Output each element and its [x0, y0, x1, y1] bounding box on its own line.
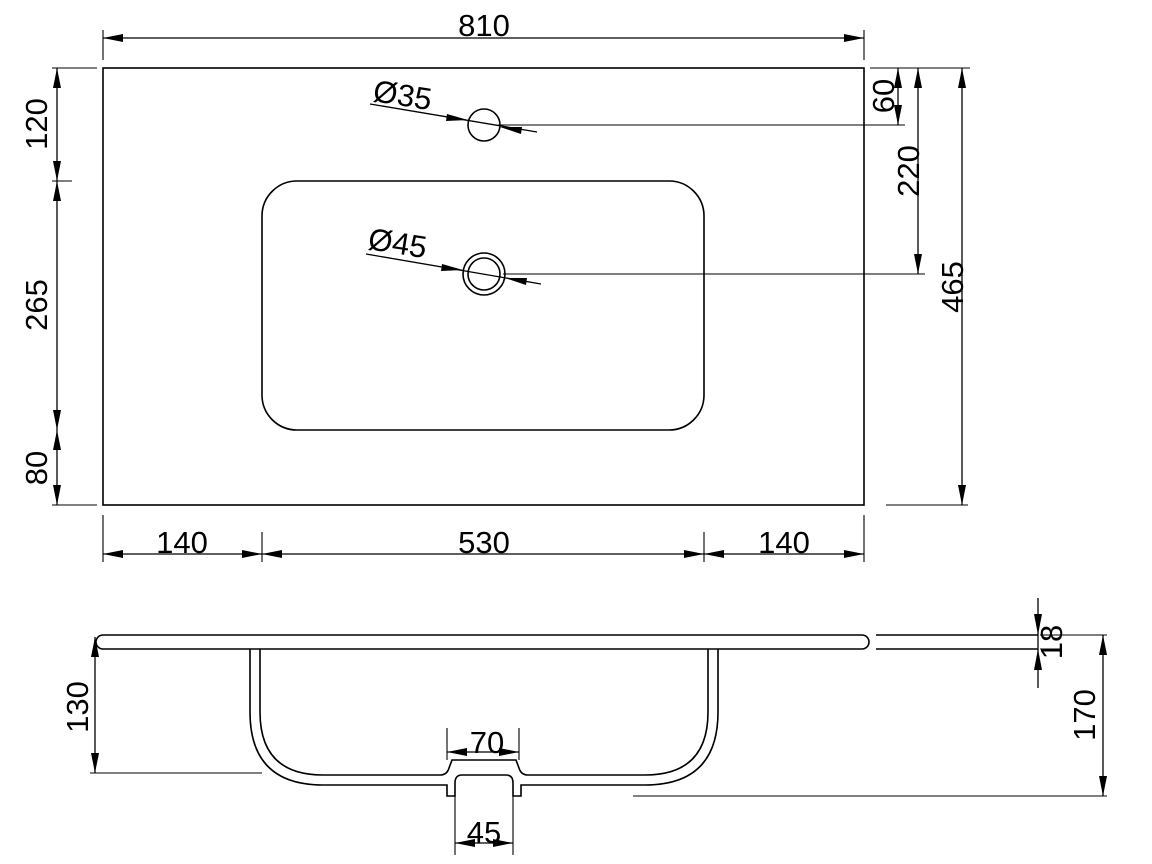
- dim-basin-530: 530: [458, 525, 510, 560]
- basin-inner-profile: [259, 649, 709, 776]
- slab-section: [95, 634, 870, 650]
- countertop-outline: [102, 67, 865, 506]
- drain-inner-ring: [467, 257, 501, 291]
- dim-tap-60: 60: [866, 79, 901, 113]
- dim-left-140: 140: [156, 525, 208, 560]
- dim-basin-265: 265: [19, 279, 54, 331]
- dim-total-height-170: 170: [1067, 689, 1102, 741]
- dim-width-810: 810: [458, 8, 510, 43]
- dim-basin-height-130: 130: [60, 681, 95, 733]
- basin-outline: [261, 180, 705, 431]
- dim-drain-220: 220: [891, 145, 926, 197]
- dim-depth-465: 465: [935, 261, 970, 313]
- side-view: 130 170 18 70 45: [60, 598, 1107, 855]
- dim-drain-diameter: Ø45: [366, 221, 429, 265]
- dim-bottom-80: 80: [19, 451, 54, 485]
- dim-top-120: 120: [19, 98, 54, 150]
- extension-lines: [52, 30, 970, 562]
- side-extension-lines: [90, 634, 1107, 855]
- top-view: 810 140 530 140 120 265 80 60 220 465 Ø3…: [19, 8, 970, 562]
- dim-right-140: 140: [758, 525, 810, 560]
- dim-tap-hole-diameter: Ø35: [371, 73, 434, 117]
- dim-drain-outer-70: 70: [470, 725, 504, 760]
- basin-outer-profile: [249, 649, 719, 797]
- dim-slab-thickness-18: 18: [1034, 625, 1069, 659]
- dim-drain-inner-45: 45: [467, 815, 501, 850]
